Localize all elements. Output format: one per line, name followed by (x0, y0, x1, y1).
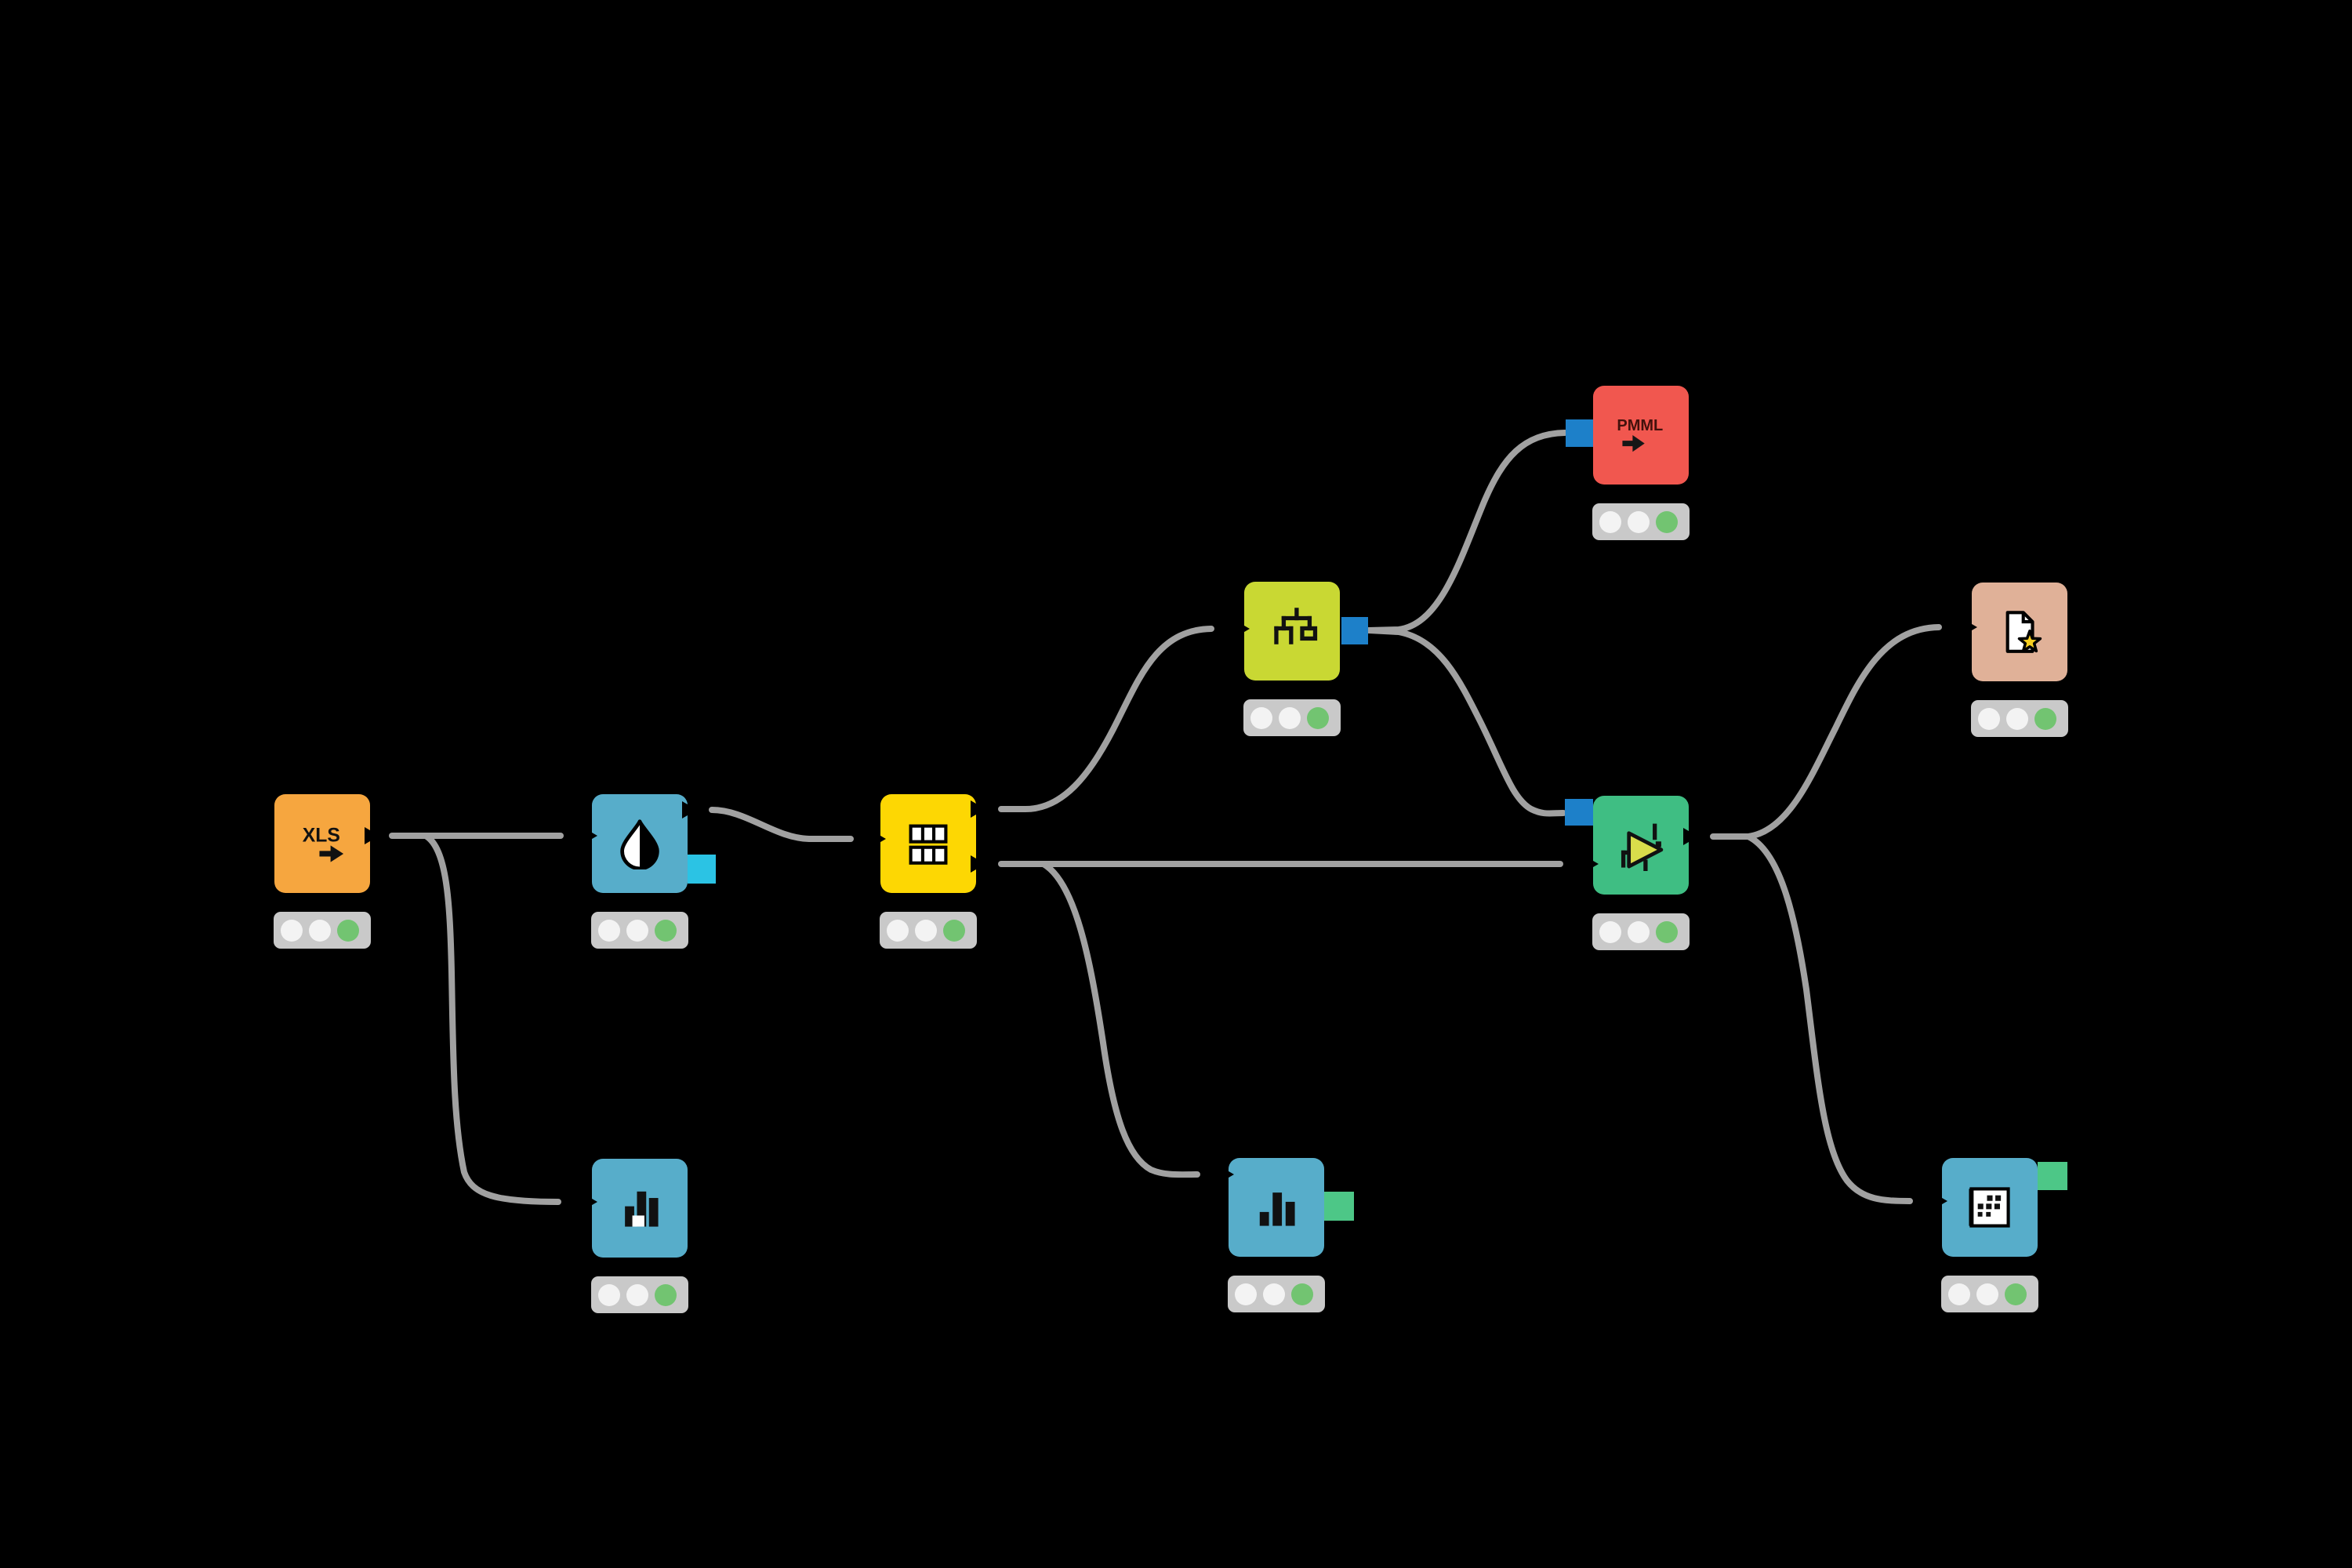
status-light-green-lit (655, 1283, 677, 1306)
status-light-red (1599, 510, 1621, 533)
node-decision-tree-learner[interactable] (1244, 582, 1340, 681)
status-light-yellow (626, 919, 648, 942)
wire-decision-tree-predictor-to-scorer[interactable] (1745, 833, 1913, 1204)
missing-value-icon (592, 794, 688, 893)
node-scorer[interactable] (1942, 1158, 2038, 1257)
scorer-icon (1942, 1158, 2038, 1257)
wire-partitioning-to-decision-tree-learner[interactable] (998, 626, 1214, 812)
port-blue-square-pmml-writer[interactable] (1566, 419, 1593, 447)
node-histogram[interactable] (592, 1159, 688, 1258)
pmml-writer-icon: PMML (1593, 386, 1689, 485)
status-light-yellow (1628, 920, 1650, 943)
wire-partitioning-to-bar-chart[interactable] (1040, 861, 1200, 1178)
status-light-green-lit (1656, 920, 1678, 943)
node-missing-value[interactable] (592, 794, 688, 893)
partitioning-icon (880, 794, 976, 893)
status-light-green-lit (1291, 1283, 1313, 1305)
bar-chart-icon (1229, 1158, 1324, 1257)
status-traffic-light-decision-tree-predictor (1592, 913, 1690, 950)
status-light-red (598, 1283, 620, 1306)
report-output-icon (1972, 583, 2067, 681)
status-light-yellow (1628, 510, 1650, 533)
status-light-green-lit (2005, 1283, 2027, 1305)
status-traffic-light-decision-tree-learner (1243, 699, 1341, 736)
node-pmml-writer[interactable]: PMML (1593, 386, 1689, 485)
status-traffic-light-xls-reader (274, 912, 371, 949)
status-light-yellow (915, 919, 937, 942)
status-light-red (1599, 920, 1621, 943)
port-green-square-bar-chart[interactable] (1324, 1192, 1354, 1221)
status-traffic-light-scorer (1941, 1276, 2038, 1312)
port-cyan-square-missing-value[interactable] (688, 855, 716, 884)
status-light-red (1235, 1283, 1257, 1305)
svg-text:PMML: PMML (1617, 417, 1663, 434)
status-light-red (1978, 707, 2000, 730)
status-traffic-light-partitioning (880, 912, 977, 949)
status-light-yellow (1263, 1283, 1285, 1305)
port-blue-square-decision-tree-predictor[interactable] (1565, 799, 1593, 826)
wire-missing-value-to-partitioning[interactable] (709, 807, 854, 842)
svg-text:XLS: XLS (303, 826, 340, 847)
status-light-green-lit (943, 919, 965, 942)
status-light-green-lit (2034, 707, 2056, 730)
decision-tree-learner-icon (1244, 582, 1340, 681)
node-partitioning[interactable] (880, 794, 976, 893)
status-light-yellow (626, 1283, 648, 1306)
node-xls-reader[interactable]: XLS (274, 794, 370, 893)
status-light-red (1250, 706, 1272, 729)
status-traffic-light-report-output (1971, 700, 2068, 737)
status-light-yellow (2006, 707, 2028, 730)
port-green-square-scorer[interactable] (2038, 1162, 2067, 1190)
wire-decision-tree-learner-to-decision-tree-predictor[interactable] (1366, 627, 1566, 817)
wire-decision-tree-predictor-to-report-output[interactable] (1710, 624, 1942, 840)
node-report-output[interactable] (1972, 583, 2067, 681)
status-light-red (887, 919, 909, 942)
status-traffic-light-missing-value (591, 912, 688, 949)
status-traffic-light-histogram (591, 1276, 688, 1313)
status-light-green-lit (1307, 706, 1329, 729)
status-light-red (598, 919, 620, 942)
xls-reader-icon: XLS (274, 794, 370, 893)
decision-tree-predictor-icon (1593, 796, 1689, 895)
histogram-icon (592, 1159, 688, 1258)
status-light-green-lit (337, 919, 359, 942)
wire-decision-tree-learner-to-pmml-writer[interactable] (1366, 430, 1568, 633)
port-blue-square-decision-tree-learner[interactable] (1341, 617, 1368, 644)
status-light-green-lit (655, 919, 677, 942)
status-light-green-lit (1656, 510, 1678, 533)
status-light-red (281, 919, 303, 942)
node-decision-tree-predictor[interactable] (1593, 796, 1689, 895)
status-traffic-light-bar-chart (1228, 1276, 1325, 1312)
status-light-yellow (309, 919, 331, 942)
status-light-red (1948, 1283, 1970, 1305)
status-traffic-light-pmml-writer (1592, 503, 1690, 540)
status-light-yellow (1976, 1283, 1998, 1305)
status-light-yellow (1279, 706, 1301, 729)
node-bar-chart[interactable] (1229, 1158, 1324, 1257)
wire-xls-reader-to-histogram[interactable] (423, 833, 561, 1205)
